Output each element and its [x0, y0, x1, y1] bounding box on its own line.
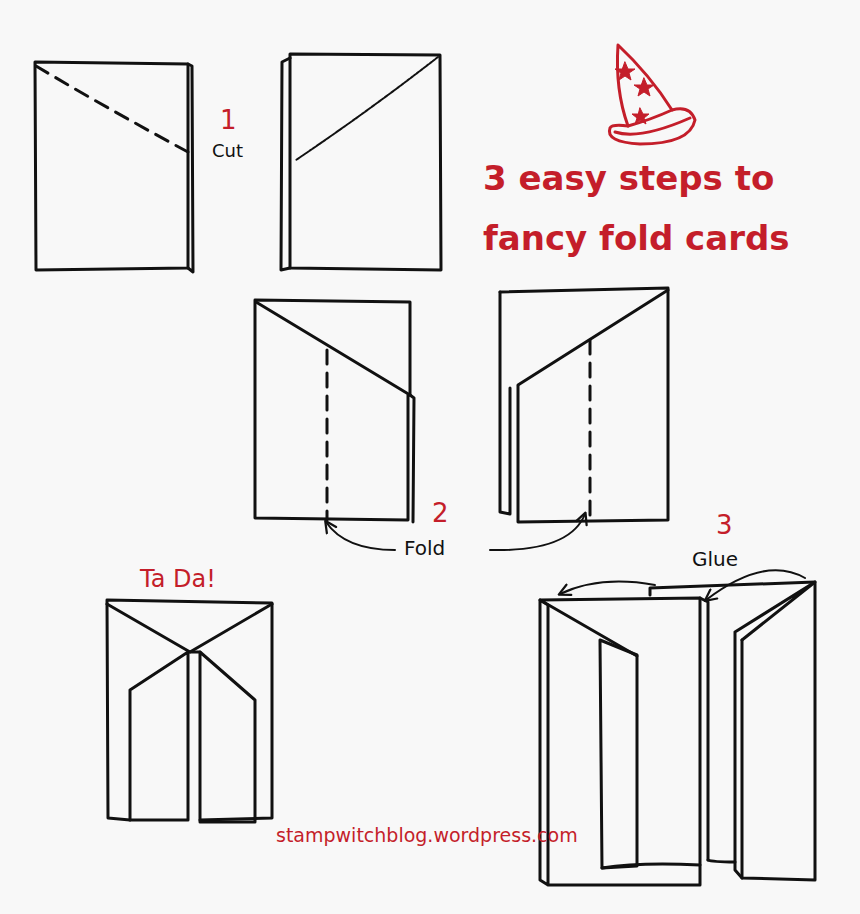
step-label: Fold: [404, 536, 445, 560]
step-number: 3: [716, 510, 733, 540]
watermark: stampwitchblog.wordpress.com: [276, 824, 578, 846]
glue-arrow: [706, 570, 805, 600]
step-label: Cut: [212, 140, 243, 161]
step1-card-back: [281, 54, 441, 270]
finished-card: [107, 600, 272, 822]
step3-card: [540, 582, 815, 885]
glue-arrow: [560, 582, 655, 594]
fold-arrow: [326, 522, 395, 550]
title: 3 easy steps to fancy fold cards: [483, 148, 843, 268]
step-number: 1: [220, 105, 237, 135]
wizard-hat-icon: [609, 45, 695, 144]
fold-arrow: [490, 514, 585, 550]
step-number: 2: [432, 498, 449, 528]
finish-label: Ta Da!: [140, 565, 216, 593]
step1-card-front: [35, 62, 193, 272]
step2-card-right: [500, 288, 668, 522]
step-label: Glue: [692, 547, 738, 571]
step2-card-left: [255, 300, 414, 522]
